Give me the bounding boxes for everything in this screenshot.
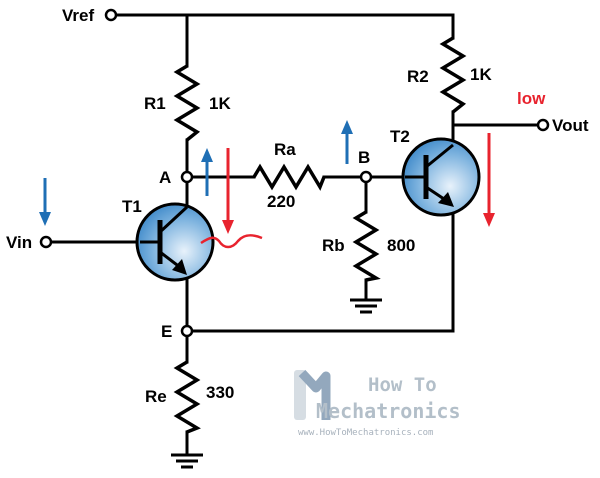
ground-icon [350, 298, 382, 314]
r1-value-label: 1K [209, 94, 231, 113]
rb-resistor [352, 210, 381, 282]
node-b-label: B [358, 148, 370, 167]
watermark-line1: How To [368, 374, 437, 396]
r2-resistor [439, 36, 467, 114]
r2-name-label: R2 [407, 67, 429, 86]
vref-label: Vref [62, 6, 94, 25]
vin-terminal [39, 235, 53, 249]
re-value-label: 330 [206, 383, 234, 402]
blue-arrow-icon [39, 178, 51, 226]
watermark-logo-icon [294, 369, 331, 420]
ra-value-label: 220 [267, 192, 295, 211]
rb-value-label: 800 [387, 236, 415, 255]
ra-resistor [252, 163, 326, 191]
rb-name-label: Rb [322, 236, 345, 255]
red-arrow-icon [483, 133, 495, 227]
ground-icon [171, 453, 203, 469]
watermark-line2: Mechatronics [316, 399, 461, 423]
transistor-t2 [401, 137, 481, 217]
wires [48, 13, 540, 457]
node-e-dot [180, 324, 194, 338]
t2-emitter-wire [185, 203, 455, 333]
r2-value-label: 1K [470, 65, 492, 84]
t1-name-label: T1 [122, 197, 142, 216]
t2-name-label: T2 [390, 127, 410, 146]
re-resistor [173, 360, 201, 434]
blue-arrow-icon [201, 148, 213, 196]
watermark-url: www.HowToMechatronics.com [298, 428, 433, 438]
re-name-label: Re [145, 387, 167, 406]
watermark: How To Mechatronics www.HowToMechatronic… [294, 369, 461, 438]
ra-name-label: Ra [274, 140, 296, 159]
vref-terminal [104, 8, 118, 22]
transistor-t1 [135, 202, 215, 282]
node-a-dot [180, 170, 194, 184]
red-squiggle-icon [200, 234, 263, 249]
vout-terminal [536, 118, 550, 132]
r1-name-label: R1 [144, 94, 166, 113]
red-arrow-icon [222, 148, 234, 234]
vout-label: Vout [552, 116, 589, 135]
r1-resistor [173, 64, 201, 142]
low-label: low [517, 89, 546, 108]
node-e-label: E [161, 322, 172, 341]
terminals [39, 8, 550, 338]
node-b-dot [359, 170, 373, 184]
node-a-label: A [159, 168, 171, 187]
vref-rail [114, 13, 455, 40]
vin-label: Vin [6, 233, 32, 252]
blue-arrow-icon [341, 120, 353, 164]
